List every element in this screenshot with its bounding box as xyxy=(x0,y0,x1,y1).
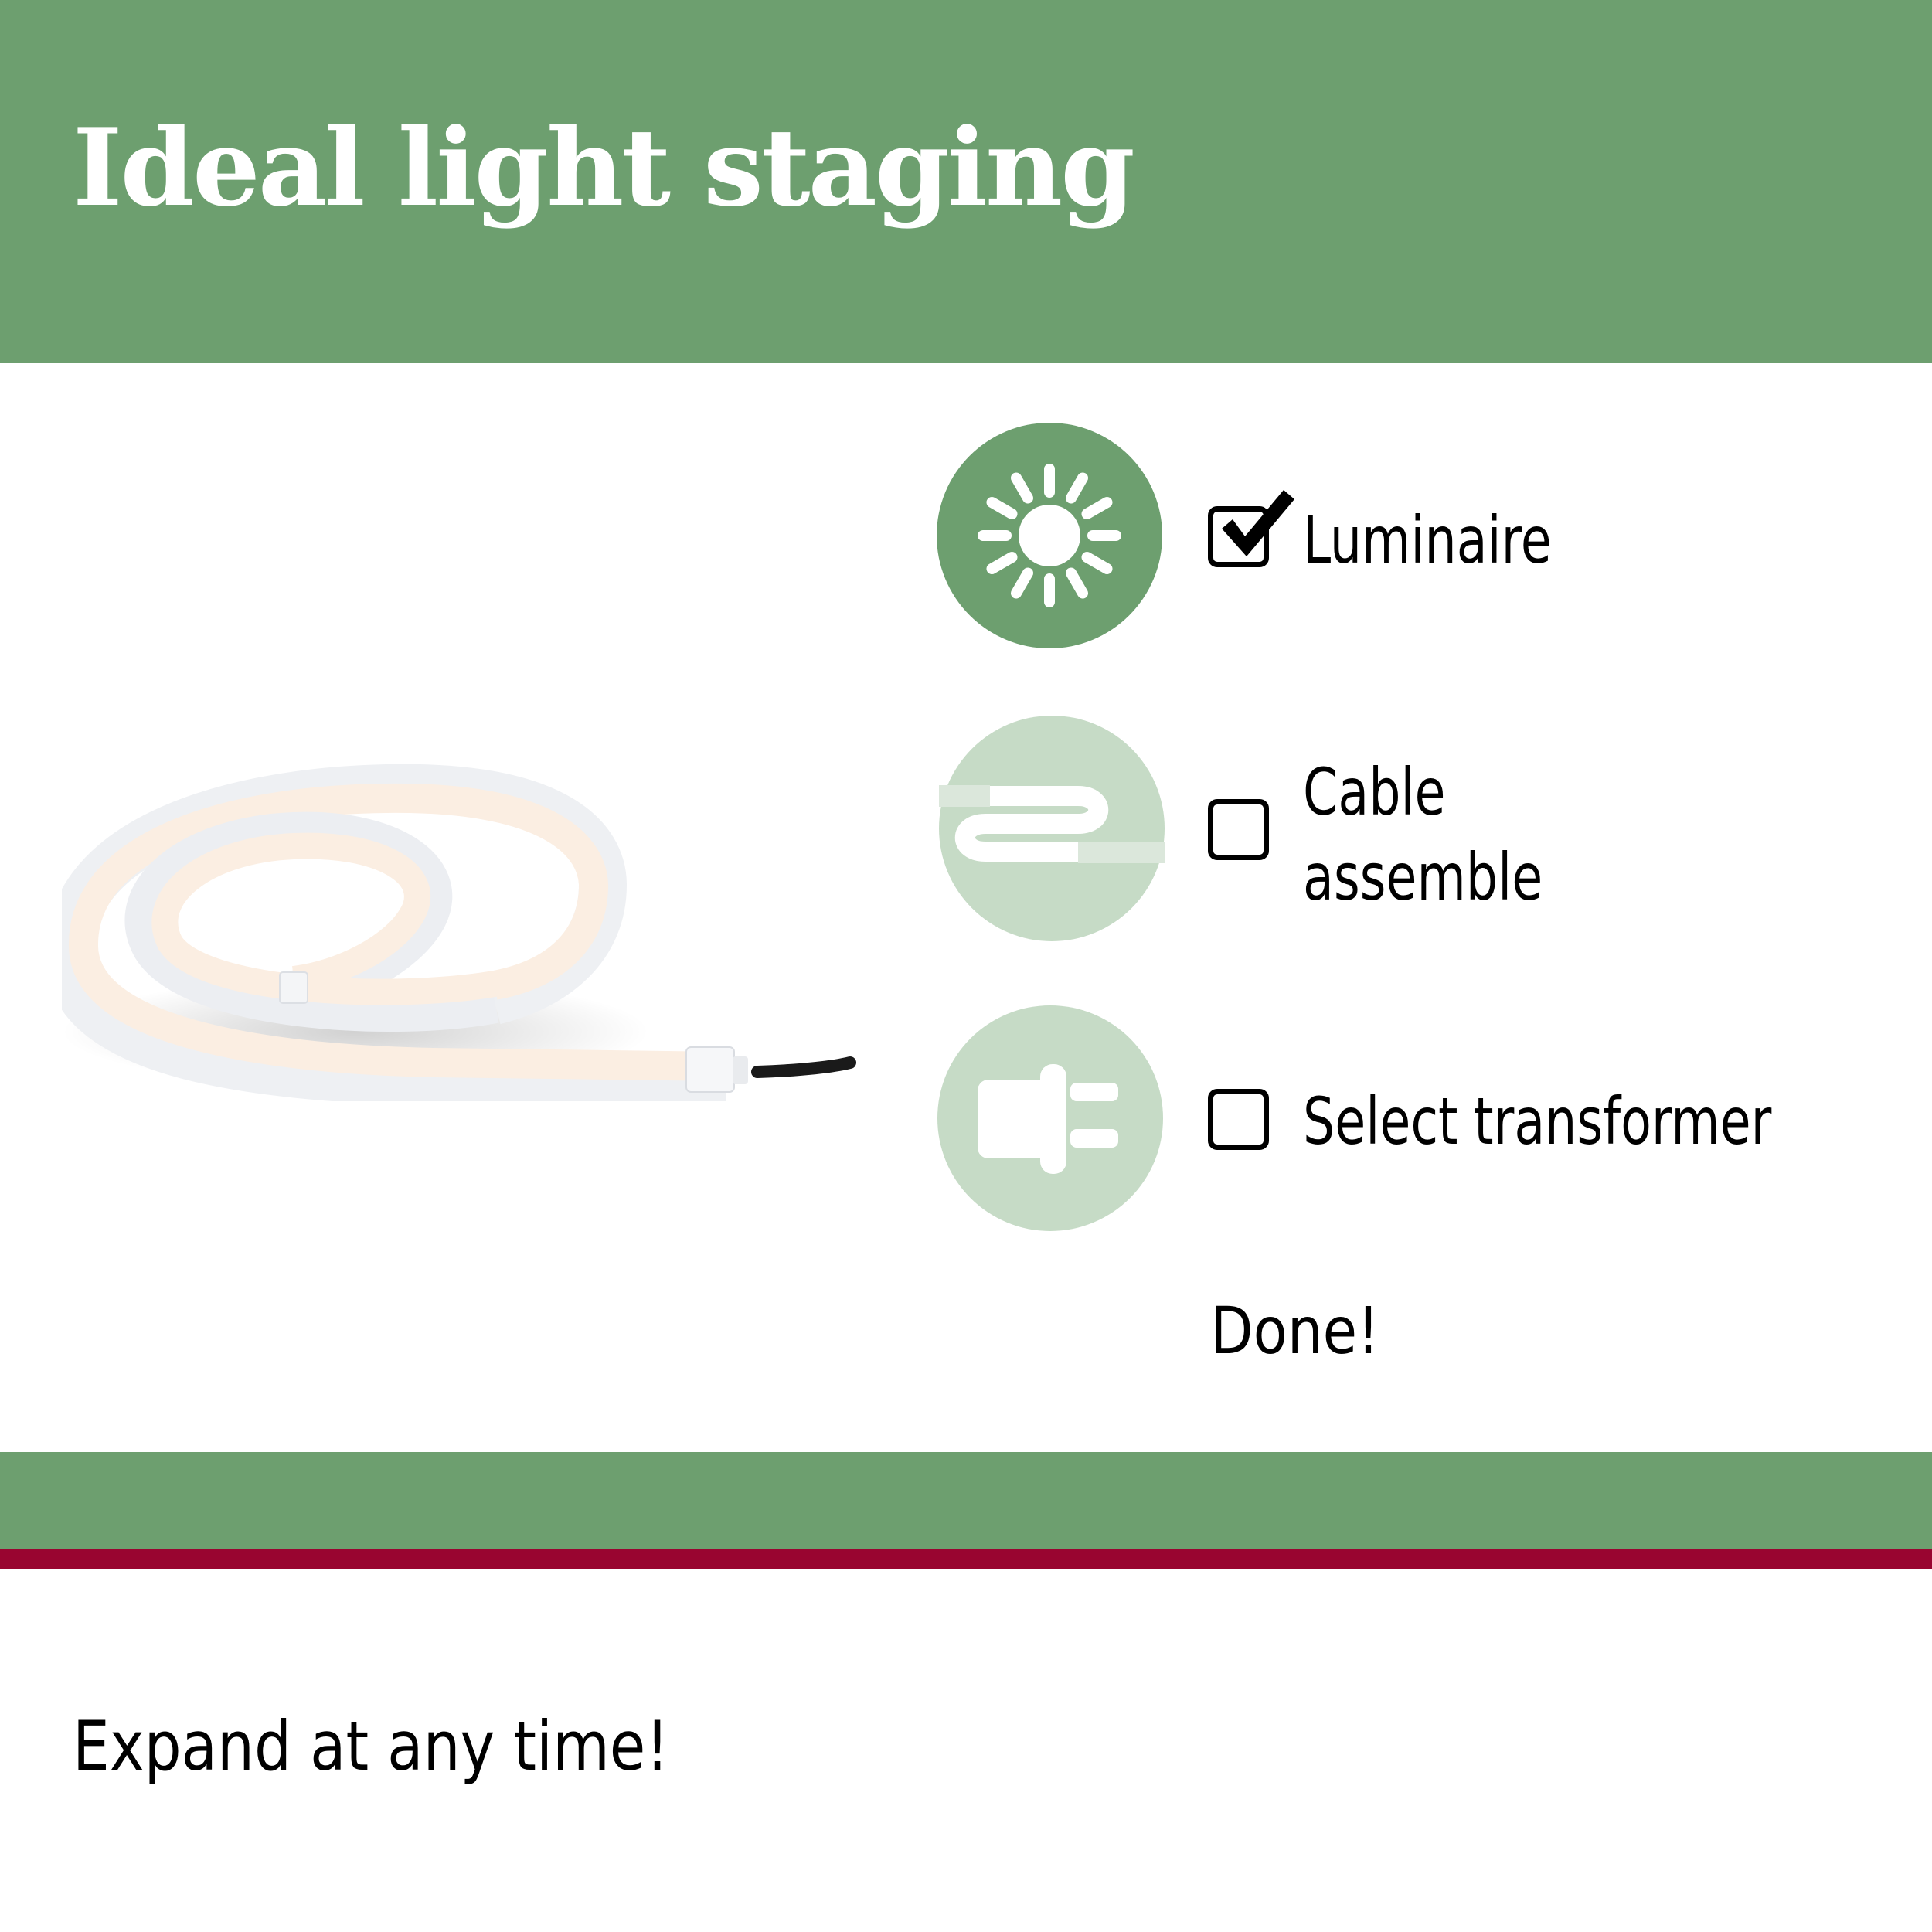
step-2-label-line2: assemble xyxy=(1303,839,1543,915)
step-3-icon-circle xyxy=(937,1005,1163,1231)
header-band: Ideal light staging xyxy=(0,0,1932,363)
step-1-checkbox[interactable] xyxy=(1208,506,1269,567)
cable-icon xyxy=(939,785,1165,863)
step-2-checkbox[interactable] xyxy=(1208,799,1269,860)
step-2-icon-circle xyxy=(939,716,1165,941)
step-1-icon-circle xyxy=(937,423,1162,648)
page-title: Ideal light staging xyxy=(73,104,1135,230)
footer-red-accent xyxy=(0,1549,1932,1569)
step-1-label: Luminaire xyxy=(1303,502,1552,578)
step-2-label-line1: Cable xyxy=(1303,754,1446,830)
step-3-label: Select transformer xyxy=(1303,1083,1772,1159)
plug-icon xyxy=(978,1064,1118,1174)
sun-icon xyxy=(978,464,1121,607)
checkmark-icon xyxy=(1222,490,1294,556)
footer-tagline: Expand at any time! xyxy=(73,1706,669,1786)
done-label: Done! xyxy=(1210,1293,1380,1369)
footer-green-band xyxy=(0,1452,1932,1549)
step-3-checkbox[interactable] xyxy=(1208,1089,1269,1150)
led-strip-image xyxy=(45,753,866,1110)
